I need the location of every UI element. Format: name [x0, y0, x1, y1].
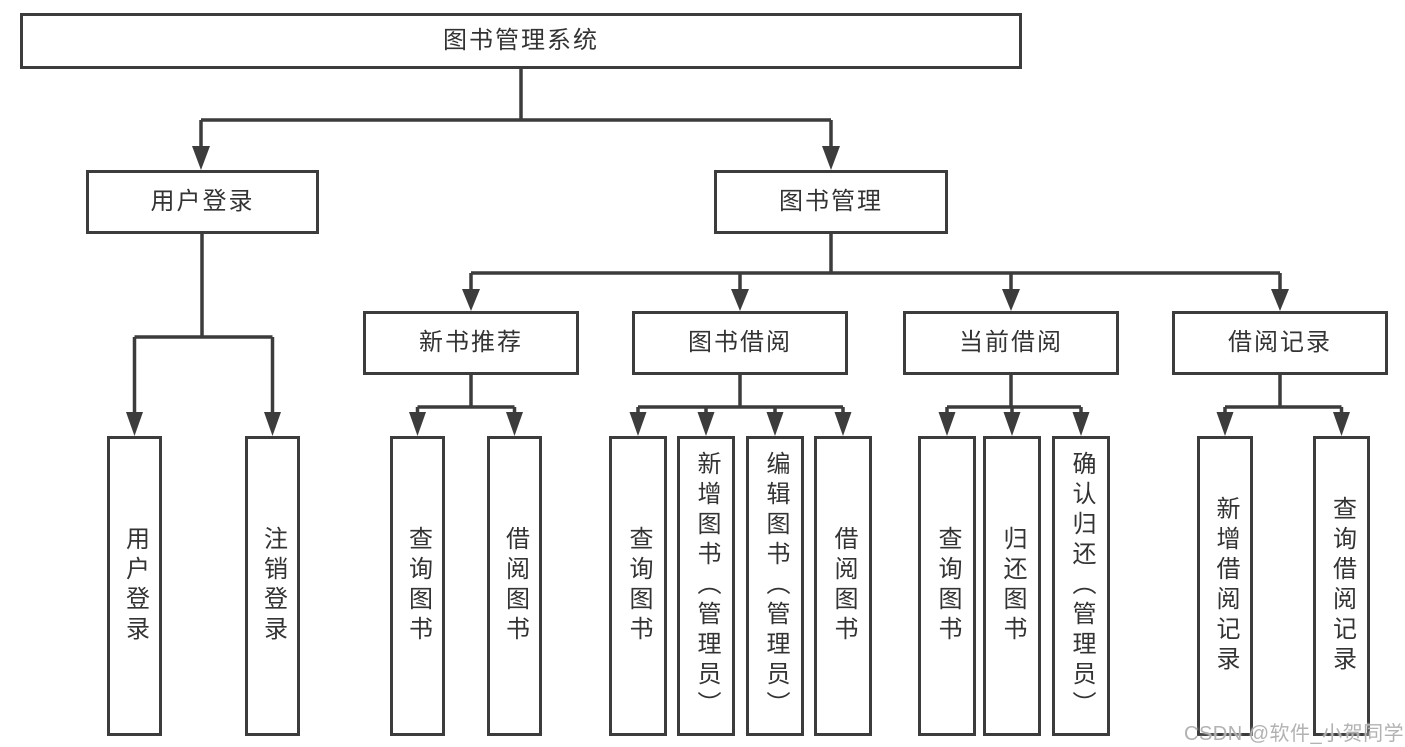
- leaf-edit-book-admin-label: 编辑图书（管理员）: [762, 451, 789, 721]
- node-root: 图书管理系统: [20, 13, 1022, 69]
- node-user-login: 用户登录: [86, 170, 319, 234]
- leaf-query-books-borrow-label: 查询图书: [625, 526, 652, 646]
- node-book-borrow-label: 图书借阅: [688, 329, 792, 356]
- node-borrow-records: 借阅记录: [1172, 311, 1388, 375]
- leaf-return-book-label: 归还图书: [999, 526, 1026, 646]
- root-connector: [199, 69, 833, 150]
- leaf-query-books-borrow: 查询图书: [609, 436, 667, 736]
- leaf-logout-label: 注销登录: [259, 526, 287, 646]
- borrow-records-connector: [1223, 375, 1344, 416]
- node-current-borrow-label: 当前借阅: [959, 329, 1063, 356]
- new-book-recommend-connector: [415, 375, 517, 416]
- arrowheads: [126, 146, 1350, 436]
- leaf-query-books-current-label: 查询图书: [934, 526, 961, 646]
- node-borrow-records-label: 借阅记录: [1228, 329, 1332, 356]
- node-current-borrow: 当前借阅: [903, 311, 1119, 375]
- book-borrow-connector: [636, 375, 845, 416]
- leaf-confirm-return-admin: 确认归还（管理员）: [1052, 436, 1110, 736]
- node-new-book-recommend: 新书推荐: [363, 311, 579, 375]
- leaf-query-borrow-record: 查询借阅记录: [1313, 436, 1370, 736]
- leaf-add-borrow-record: 新增借阅记录: [1197, 436, 1253, 736]
- leaf-add-book-admin: 新增图书（管理员）: [677, 436, 735, 736]
- leaf-query-books-recommend-label: 查询图书: [404, 526, 432, 646]
- user-login-connector: [132, 234, 275, 416]
- leaf-borrow-books-recommend: 借阅图书: [487, 436, 542, 736]
- leaf-user-login-label: 用户登录: [121, 526, 149, 646]
- node-user-login-label: 用户登录: [150, 188, 255, 215]
- leaf-logout: 注销登录: [245, 436, 300, 736]
- leaf-add-borrow-record-label: 新增借阅记录: [1212, 496, 1239, 676]
- leaf-return-book: 归还图书: [983, 436, 1041, 736]
- current-borrow-connector: [945, 375, 1083, 416]
- leaf-add-book-admin-label: 新增图书（管理员）: [693, 451, 720, 721]
- node-book-borrow: 图书借阅: [632, 311, 848, 375]
- leaf-query-books-recommend: 查询图书: [390, 436, 445, 736]
- leaf-query-borrow-record-label: 查询借阅记录: [1328, 496, 1356, 676]
- node-root-label: 图书管理系统: [443, 27, 599, 54]
- csdn-watermark: CSDN @软件_小贺同学: [1184, 723, 1405, 745]
- node-book-management-label: 图书管理: [779, 188, 883, 215]
- leaf-confirm-return-admin-label: 确认归还（管理员）: [1068, 451, 1095, 721]
- leaf-user-login: 用户登录: [107, 436, 162, 736]
- leaf-borrow-books-label: 借阅图书: [830, 526, 857, 646]
- node-book-management: 图书管理: [714, 170, 948, 234]
- node-new-book-recommend-label: 新书推荐: [419, 329, 523, 356]
- book-management-connector: [469, 234, 1282, 292]
- leaf-borrow-books-recommend-label: 借阅图书: [501, 526, 529, 646]
- leaf-borrow-books: 借阅图书: [814, 436, 872, 736]
- leaf-edit-book-admin: 编辑图书（管理员）: [746, 436, 804, 736]
- leaf-query-books-current: 查询图书: [918, 436, 976, 736]
